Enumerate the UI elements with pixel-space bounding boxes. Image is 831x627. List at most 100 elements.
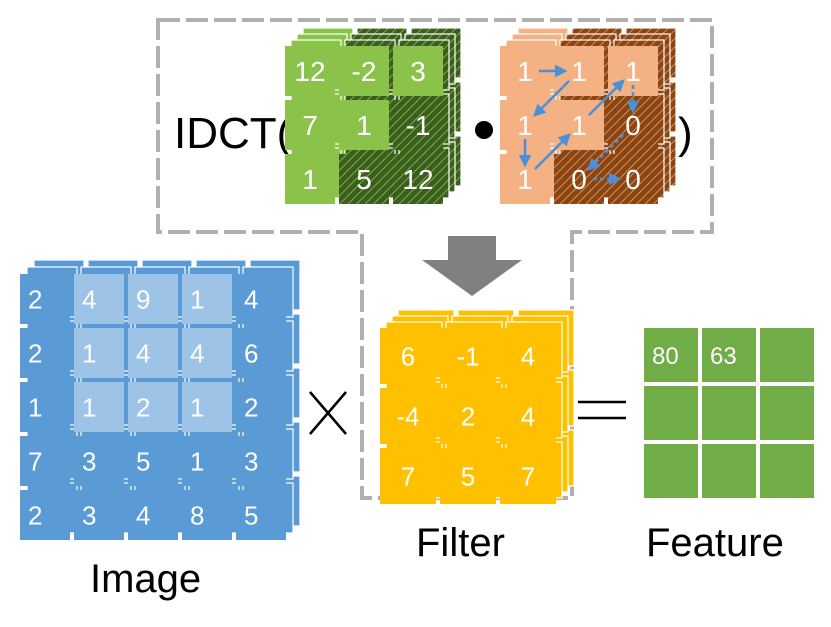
feature-cell: [702, 328, 756, 382]
feature-cell: [644, 328, 698, 382]
image-cell: [128, 274, 178, 324]
image-value: 7: [28, 446, 42, 476]
image-value: 4: [136, 500, 150, 530]
feature-cell: [760, 444, 814, 498]
image-cell: [20, 382, 70, 432]
image-value: 4: [190, 338, 204, 368]
image-value: 2: [28, 284, 42, 314]
feature-cell: [644, 444, 698, 498]
image-cell: [74, 274, 124, 324]
mask-value: 1: [571, 56, 587, 87]
idct-group-outline: [156, 18, 714, 500]
coefficient-cell: [339, 46, 389, 96]
image-cell: [20, 490, 70, 540]
image-cell: [20, 328, 70, 378]
feature-value: 63: [710, 343, 737, 370]
image-cell: [236, 382, 286, 432]
feature-cell: [760, 328, 814, 382]
image-value: 1: [82, 338, 96, 368]
coefficient-value: 12: [294, 56, 325, 87]
image-cell: [74, 382, 124, 432]
mask-value: 1: [517, 164, 533, 195]
image-value: 9: [136, 284, 150, 314]
filter-cell: [500, 328, 556, 384]
coefficient-value: 1: [302, 164, 318, 195]
image-value: 3: [244, 446, 258, 476]
mask-value: 1: [517, 110, 533, 141]
image-value: 4: [82, 284, 96, 314]
filter-value: 7: [401, 461, 415, 491]
zigzag-arrow: [587, 134, 624, 171]
image-cell: [236, 490, 286, 540]
filter-cell: [440, 328, 496, 384]
image-value: 5: [244, 500, 258, 530]
filter-value: 2: [461, 401, 475, 431]
filter-cell: [500, 448, 556, 504]
coefficient-value: 7: [302, 110, 318, 141]
dot-product-icon: [475, 121, 493, 139]
mask-value: 0: [625, 164, 641, 195]
image-cell: [128, 490, 178, 540]
feature-cell: [702, 444, 756, 498]
coefficient-cell: [285, 100, 335, 150]
mask-value: 0: [625, 110, 641, 141]
image-cell: [128, 328, 178, 378]
image-value: 2: [28, 500, 42, 530]
coefficient-value: 12: [402, 164, 433, 195]
coefficient-value: -1: [406, 110, 431, 141]
equals-icon: [578, 400, 626, 420]
idct-suffix: ): [678, 109, 693, 158]
image-cell: [74, 328, 124, 378]
image-value: 3: [82, 500, 96, 530]
image-cell: [128, 382, 178, 432]
coefficient-value: -2: [352, 56, 377, 87]
filter-value: 5: [461, 461, 475, 491]
image-cell: [182, 328, 232, 378]
filter-cell: [440, 388, 496, 444]
zigzag-arrow: [534, 133, 571, 170]
mask-value: 1: [517, 56, 533, 87]
filter-cell: [500, 388, 556, 444]
coefficient-cell: [393, 46, 443, 96]
image-value: 4: [244, 284, 258, 314]
coefficient-cell: [393, 154, 443, 204]
image-value: 3: [82, 446, 96, 476]
image-value: 2: [244, 392, 258, 422]
coefficient-cell: [339, 100, 389, 150]
image-cell: [182, 274, 232, 324]
filter-value: 6: [401, 341, 415, 371]
image-cell: [236, 274, 286, 324]
image-cell: [74, 436, 124, 486]
coefficient-value: 5: [356, 164, 372, 195]
image-value: 1: [28, 392, 42, 422]
image-value: 2: [28, 338, 42, 368]
coefficient-cell: [393, 100, 443, 150]
zigzag-arrow: [588, 79, 625, 116]
image-cell: [20, 274, 70, 324]
feature-cell: [760, 386, 814, 440]
filter-value: 4: [521, 401, 535, 431]
image-cell: [20, 436, 70, 486]
image-value: 1: [190, 446, 204, 476]
image-value: 1: [190, 284, 204, 314]
filter-value: -4: [396, 401, 419, 431]
coefficient-value: 3: [410, 56, 426, 87]
image-value: 5: [136, 446, 150, 476]
image-cell: [236, 328, 286, 378]
image-value: 1: [190, 392, 204, 422]
filter-value: 4: [521, 341, 535, 371]
filter-cell: [440, 448, 496, 504]
filter-cell: [380, 388, 436, 444]
filter-cell: [380, 448, 436, 504]
feature-label: Feature: [646, 521, 784, 565]
mask-value: 0: [571, 164, 587, 195]
image-value: 8: [190, 500, 204, 530]
coefficient-cell: [285, 46, 335, 96]
down-arrow-icon: [422, 236, 522, 296]
coefficient-cell: [285, 154, 335, 204]
